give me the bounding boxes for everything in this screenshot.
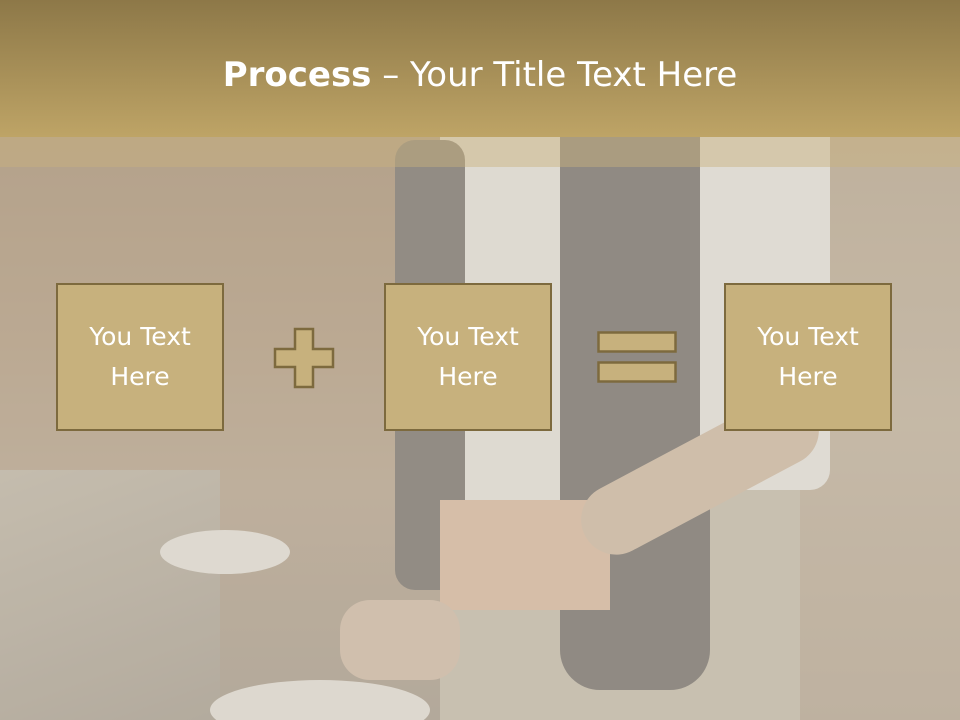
process-box-1-text: You Text Here: [89, 322, 191, 391]
process-box-2[interactable]: You Text Here: [384, 283, 552, 431]
process-box-3[interactable]: You Text Here: [724, 283, 892, 431]
slide-title-rest: – Your Title Text Here: [371, 55, 738, 95]
process-box-2-text: You Text Here: [417, 322, 519, 391]
slide-title-bold: Process: [222, 55, 372, 95]
slide-title: Process – Your Title Text Here: [0, 54, 960, 96]
process-box-1[interactable]: You Text Here: [56, 283, 224, 431]
title-bar: [0, 0, 960, 137]
plus-icon: [273, 327, 335, 389]
equals-icon: [597, 331, 677, 383]
title-bar-fade: [0, 137, 960, 167]
process-box-3-text: You Text Here: [757, 322, 859, 391]
